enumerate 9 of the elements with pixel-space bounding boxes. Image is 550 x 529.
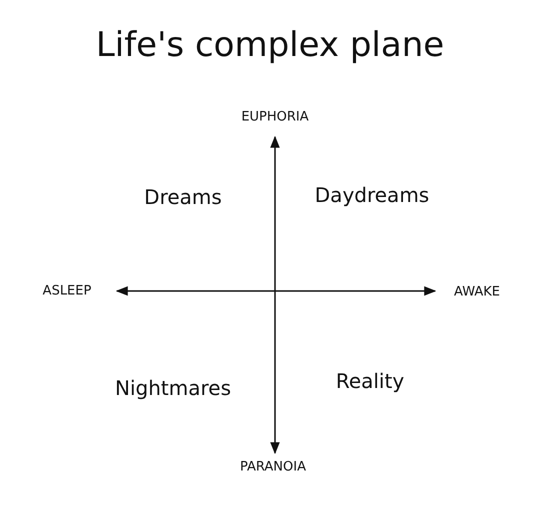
axis-label: AWAKE <box>454 284 500 300</box>
axis-label: ASLEEP <box>42 284 92 298</box>
axis-label: EUPHORIA <box>241 110 309 124</box>
quadrant-label: Daydreams <box>314 183 430 207</box>
title: Life's complex plane <box>96 25 444 65</box>
quadrant-label: Reality <box>336 369 404 393</box>
quadrant-label: Nightmares <box>115 376 231 400</box>
axis-label: PARANOIA <box>240 460 306 474</box>
quadrant-label: Dreams <box>144 185 222 209</box>
